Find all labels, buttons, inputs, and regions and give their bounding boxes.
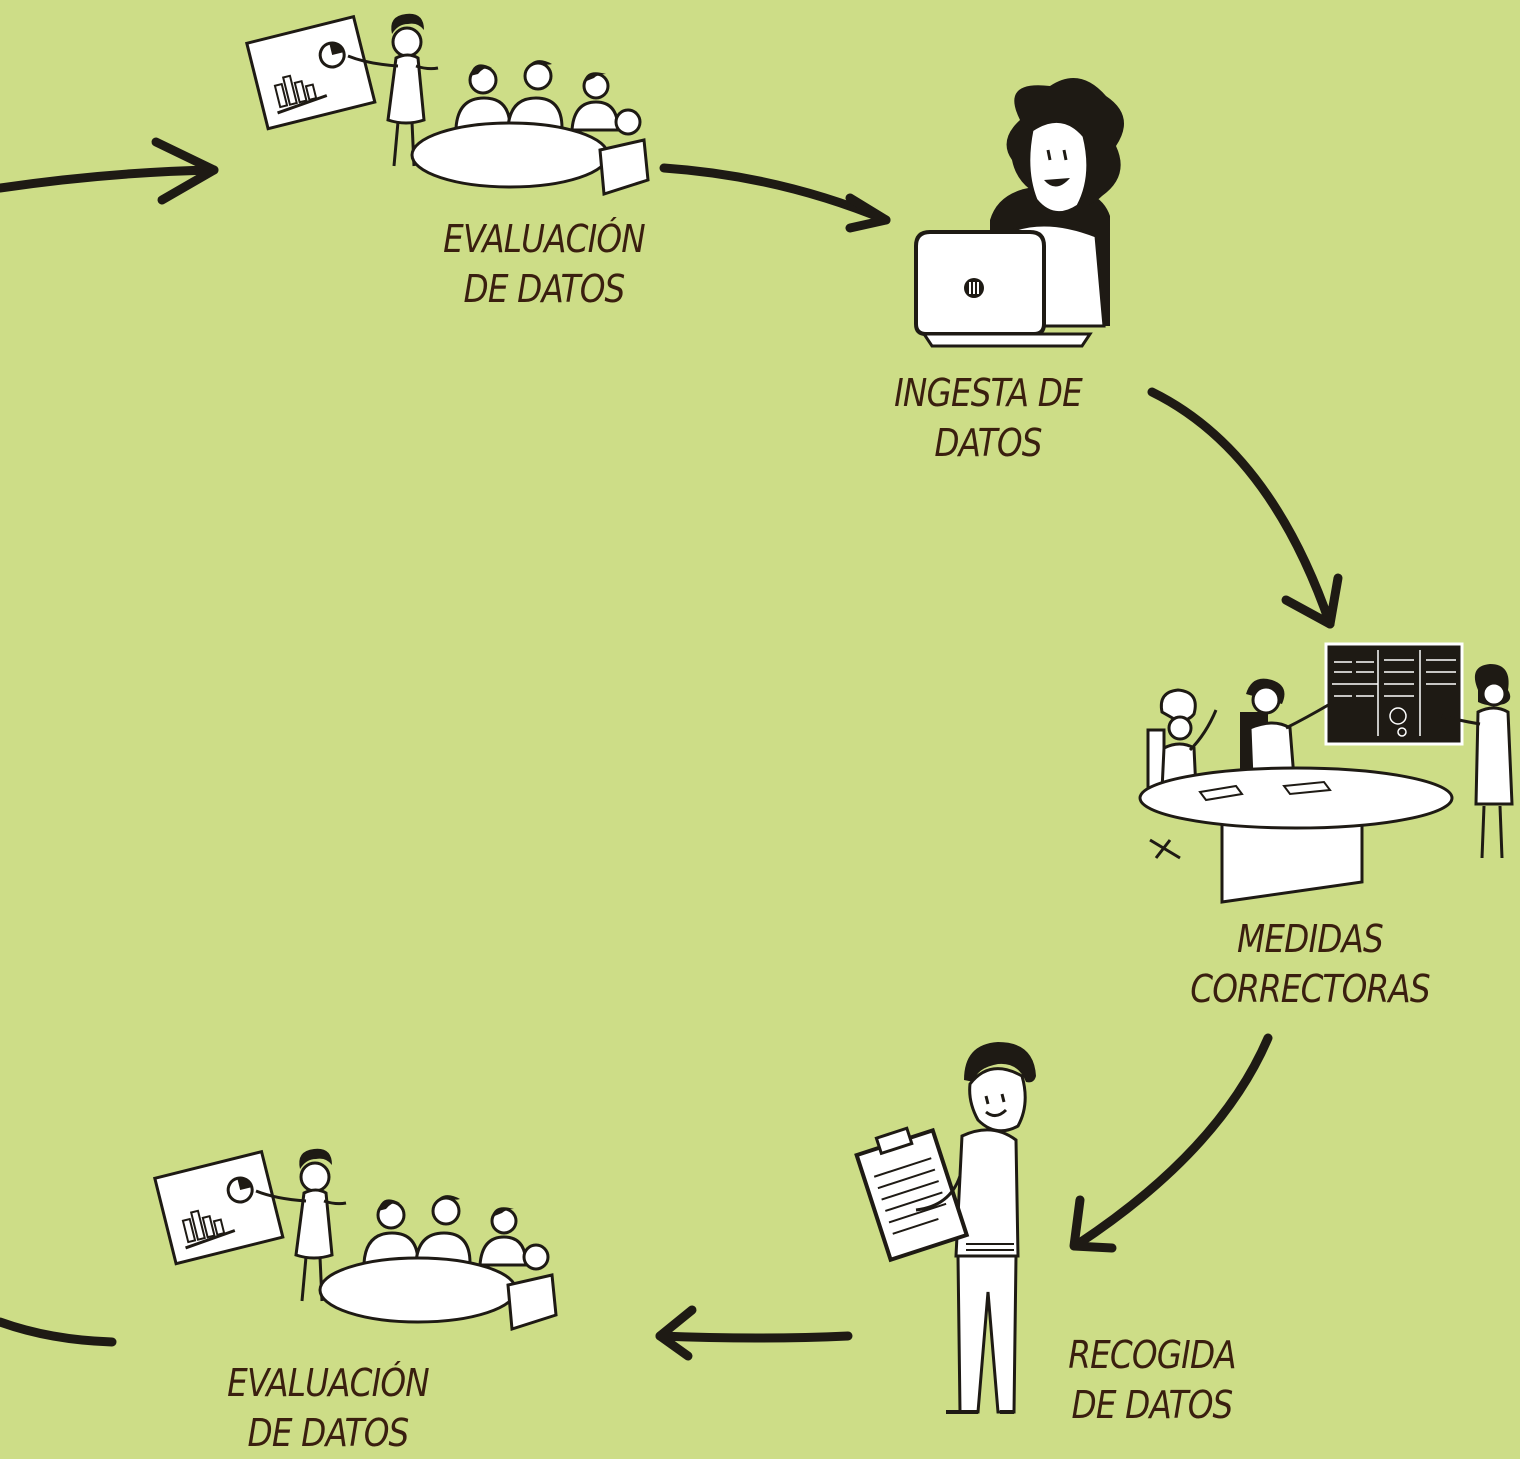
flow-arrows: [0, 137, 1343, 1361]
arrow-medidas-to-recogida-head: [1069, 1195, 1117, 1253]
meeting-blackboard-icon: [1138, 642, 1514, 904]
arrow-ingesta-to-medidas-head: [1281, 573, 1343, 629]
meeting-presentation-icon: [245, 12, 650, 196]
label-ingesta-line1: INGESTA DE: [894, 371, 1083, 415]
arrow-medidas-to-recogida: [1073, 1033, 1273, 1249]
label-recogida-line1: RECOGIDA: [1068, 1333, 1236, 1377]
arrow-entry-to-evaluacion: [0, 165, 219, 193]
label-recogida-line2: DE DATOS: [1071, 1383, 1234, 1427]
person-clipboard-icon: [854, 1042, 1036, 1414]
label-medidas-line1: MEDIDAS: [1237, 917, 1384, 961]
label-ingesta: INGESTA DE DATOS: [876, 368, 1100, 468]
label-ingesta-line2: DATOS: [934, 421, 1042, 465]
arrow-evaluacion-to-ingesta: [659, 163, 891, 225]
arrow-ingesta-to-medidas: [1147, 387, 1335, 629]
label-evaluacion-top-line2: DE DATOS: [463, 267, 626, 311]
arrow-entry-head: [151, 137, 219, 205]
label-evaluacion-bottom-line1: EVALUACIÓN: [227, 1361, 430, 1405]
arrow-recogida-to-evaluacion-head: [655, 1305, 697, 1361]
label-evaluacion-top-line1: EVALUACIÓN: [443, 217, 646, 261]
arrow-evaluacion-exit: [0, 1317, 117, 1347]
label-evaluacion-bottom: EVALUACIÓN DE DATOS: [216, 1358, 440, 1458]
label-medidas-line2: CORRECTORAS: [1190, 967, 1430, 1011]
label-evaluacion-top: EVALUACIÓN DE DATOS: [432, 214, 656, 314]
label-medidas: MEDIDAS CORRECTORAS: [1181, 914, 1439, 1014]
label-evaluacion-bottom-line2: DE DATOS: [247, 1411, 410, 1455]
arrow-recogida-to-evaluacion: [655, 1331, 853, 1343]
arrow-evaluacion-to-ingesta-head: [845, 193, 891, 233]
person-laptop-icon: [914, 78, 1124, 348]
meeting-presentation-icon-bottom: [153, 1147, 558, 1331]
label-recogida: RECOGIDA DE DATOS: [1049, 1330, 1255, 1430]
